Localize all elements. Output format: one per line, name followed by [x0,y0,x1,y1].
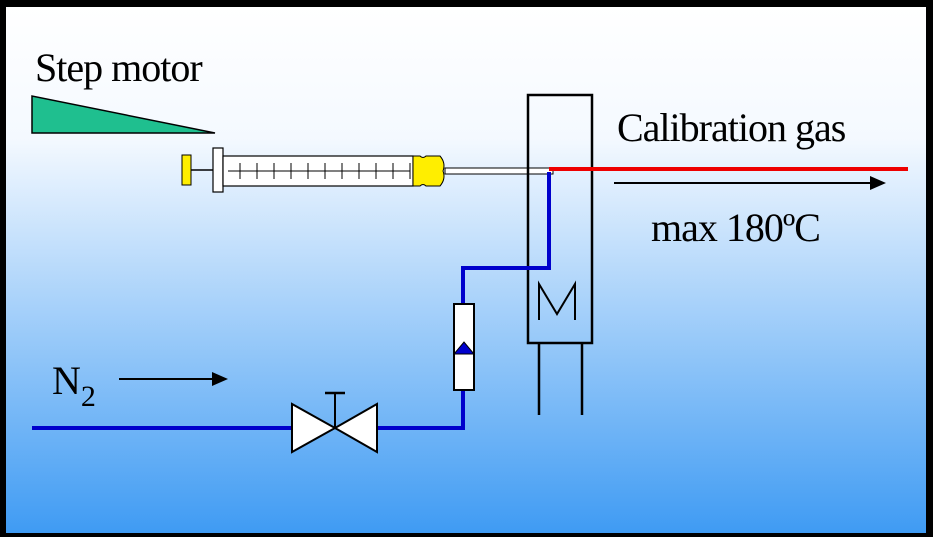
n2-label: N2 [52,358,96,413]
flowmeter-icon [452,303,476,391]
syringe-needle [444,167,554,175]
valve-icon [291,391,378,454]
valve-left-triangle [291,402,338,454]
heater-coil-icon [538,280,576,320]
syringe-flange [212,147,224,193]
output-arrow [614,176,886,190]
plunger-end [181,154,192,186]
max-temperature-label: max 180ºC [651,205,820,250]
heater-block [526,93,594,415]
n2-label-main: N [52,358,81,403]
calibration-gas-label: Calibration gas [617,105,846,150]
syringe-ticks [239,163,411,179]
n2-label-subscript: 2 [81,380,96,413]
n2-line [32,172,551,430]
step-motor-wedge-icon [31,95,216,134]
n2-input-arrow [119,372,228,386]
n2-arrow-head [212,372,228,386]
flowmeter-float [452,341,476,355]
syringe-tip [412,155,445,187]
heater-housing [526,93,594,345]
syringe-icon [181,147,554,193]
step-motor-label: Step motor [35,45,202,90]
valve-right-triangle [332,402,378,454]
output-arrow-head [870,176,886,190]
